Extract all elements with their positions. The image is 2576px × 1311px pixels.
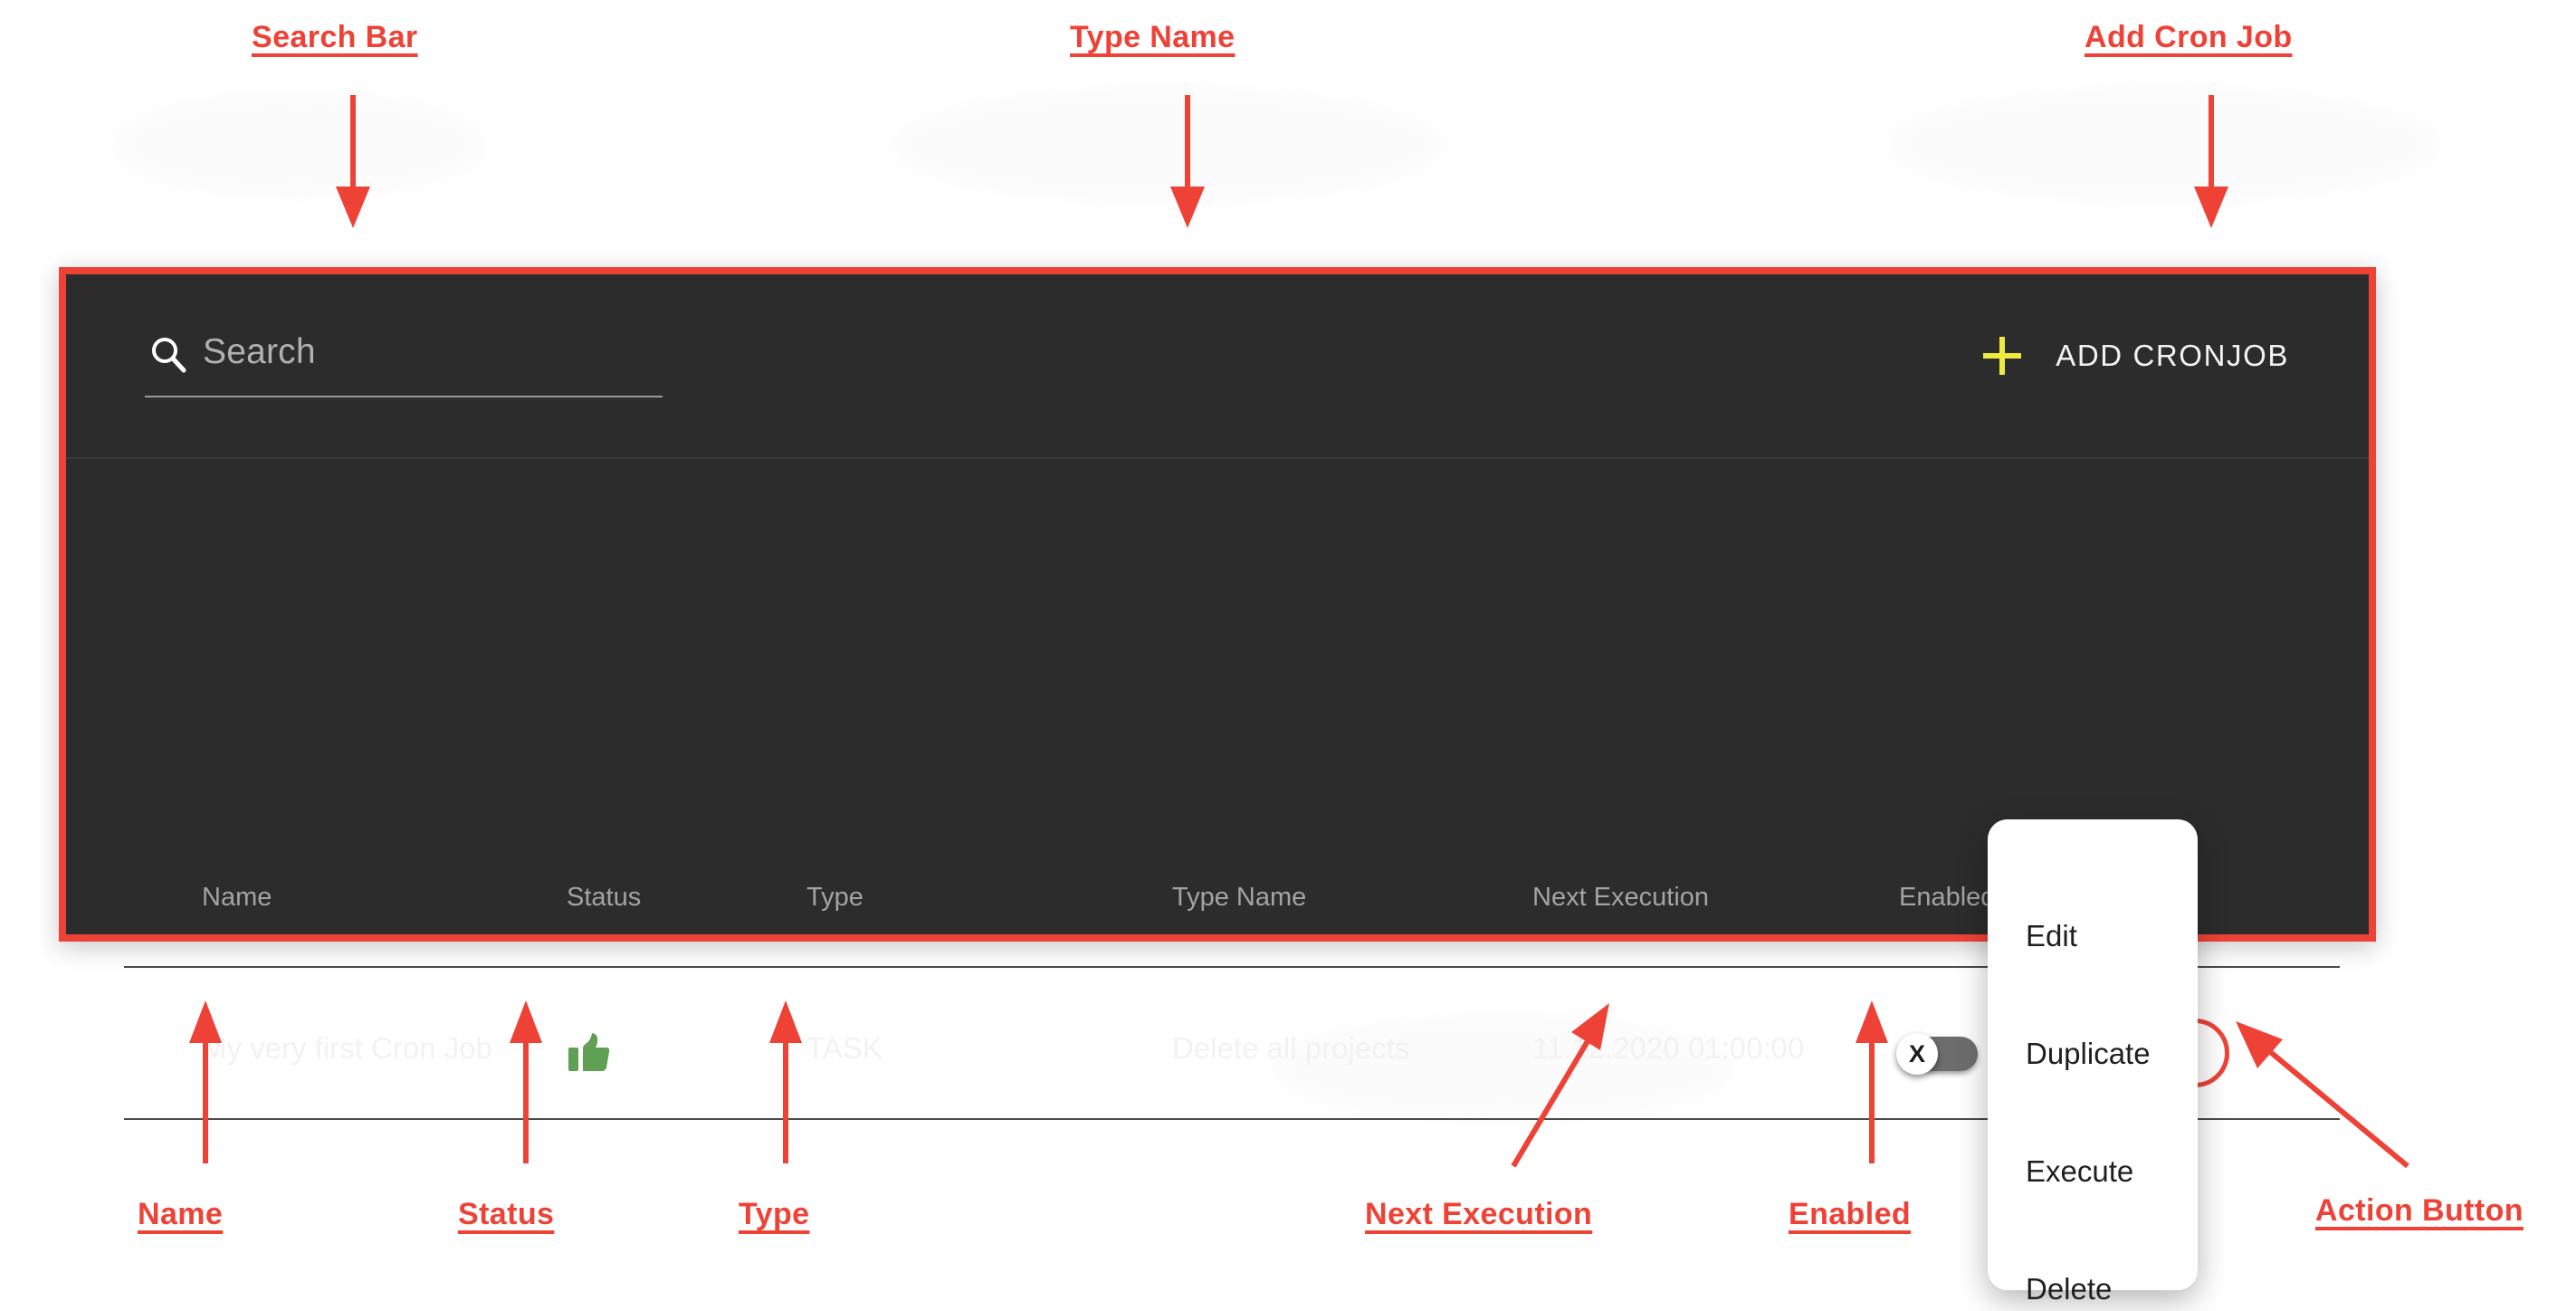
menu-item-execute[interactable]: Execute xyxy=(2026,1154,2134,1188)
card-header: Search ADD CRONJOB xyxy=(66,274,2369,459)
background-blob xyxy=(109,91,489,199)
search-underline xyxy=(145,396,663,397)
background-blob xyxy=(887,86,1448,204)
table-header-divider xyxy=(124,966,2340,968)
annotation-label-search-bar: Search Bar xyxy=(252,20,418,54)
cell-type: TASK xyxy=(806,1031,883,1065)
column-header-name: Name xyxy=(202,883,272,912)
column-header-next-execution: Next Execution xyxy=(1532,883,1710,912)
column-header-type-name: Type Name xyxy=(1172,883,1307,912)
annotation-label-type-name: Type Name xyxy=(1070,20,1236,54)
search-icon xyxy=(152,338,186,373)
column-header-status: Status xyxy=(567,883,642,912)
background-blob xyxy=(1883,86,2444,204)
search-input[interactable]: Search xyxy=(203,332,316,371)
thumbs-up-icon xyxy=(568,1033,610,1071)
annotation-label-next-execution: Next Execution xyxy=(1365,1197,1593,1231)
column-header-type: Type xyxy=(806,883,863,912)
add-cronjob-label: ADD CRONJOB xyxy=(2056,339,2289,372)
enabled-toggle[interactable]: X xyxy=(1896,1033,1978,1075)
add-cronjob-button[interactable]: ADD CRONJOB xyxy=(1983,330,2289,381)
menu-item-duplicate[interactable]: Duplicate xyxy=(2026,1037,2151,1070)
annotation-label-name: Name xyxy=(138,1197,224,1231)
annotation-label-status: Status xyxy=(458,1197,555,1231)
search-bar[interactable]: Search xyxy=(145,327,670,397)
action-dropdown-menu: Edit Duplicate Execute Delete xyxy=(1988,819,2198,1306)
header-divider xyxy=(66,457,2369,459)
table-row-divider xyxy=(124,1118,2340,1120)
cell-name: My very first Cron Job xyxy=(202,1031,492,1065)
annotation-label-add-cron-job: Add Cron Job xyxy=(2085,20,2293,54)
annotation-label-enabled: Enabled xyxy=(1789,1197,1912,1231)
background-blob xyxy=(1267,1014,1738,1123)
plus-icon xyxy=(1983,337,2022,375)
toggle-knob[interactable]: X xyxy=(1896,1033,1938,1075)
menu-item-edit[interactable]: Edit xyxy=(2026,919,2077,952)
menu-item-delete[interactable]: Delete xyxy=(2026,1272,2113,1306)
annotation-label-action-button: Action Button xyxy=(2315,1193,2524,1228)
column-header-enabled: Enabled xyxy=(1899,883,1996,912)
cell-type-name: Delete all projects xyxy=(1172,1031,1410,1065)
annotation-label-type: Type xyxy=(739,1197,810,1231)
